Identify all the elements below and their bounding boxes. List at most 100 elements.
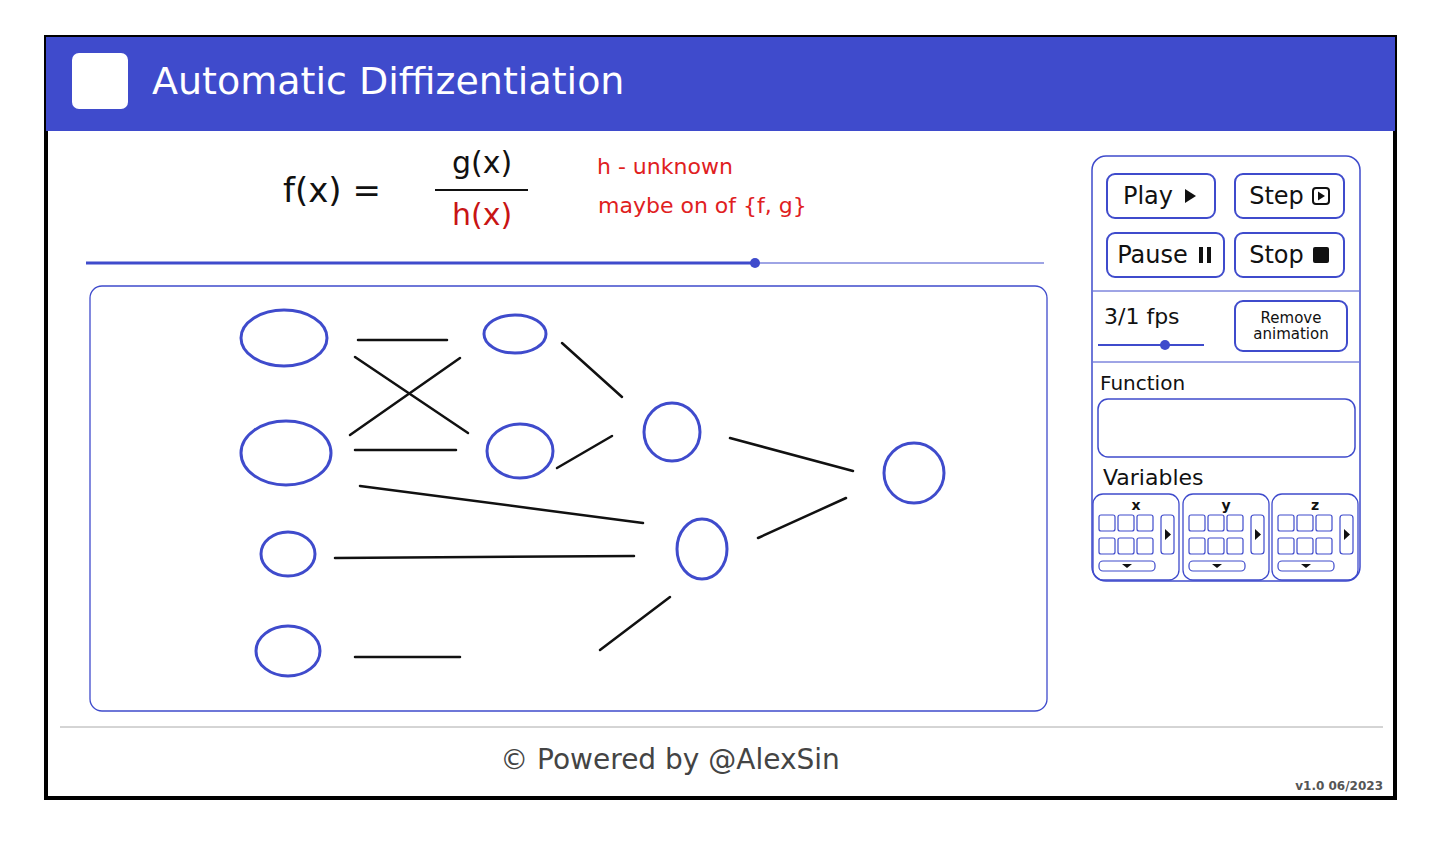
- button-label: Pause: [1117, 242, 1188, 268]
- graph-vertex: [884, 443, 944, 503]
- progress-knob: [750, 258, 760, 268]
- canvas-panel: [90, 286, 1047, 711]
- value-cell: [1137, 515, 1153, 531]
- button-label: Step: [1249, 183, 1304, 209]
- arrow-icon: [1212, 564, 1222, 568]
- graph-vertex: [484, 315, 546, 353]
- value-cell: [1316, 515, 1332, 531]
- value-cell: [1208, 538, 1224, 554]
- graph-link: [360, 486, 643, 523]
- section-label: Variables: [1103, 465, 1204, 491]
- graph-vertex: [677, 519, 727, 579]
- value-cell: [1118, 515, 1134, 531]
- variable-name: z: [1311, 497, 1319, 514]
- graph-link: [557, 436, 612, 468]
- control-button: Remove animation: [1234, 300, 1348, 352]
- control-button: Stop: [1234, 232, 1345, 278]
- value-cell: [1278, 515, 1294, 531]
- fraction-bar: [435, 189, 528, 191]
- dropdown: [1278, 561, 1334, 571]
- step-icon: [1312, 187, 1330, 205]
- note: h - unknown: [597, 154, 733, 180]
- arrow-icon: [1165, 529, 1171, 540]
- graph-links: [335, 340, 853, 657]
- button-label: Play: [1123, 183, 1173, 209]
- control-panel: [1092, 156, 1360, 581]
- control-button: Step: [1234, 173, 1345, 219]
- graph-vertices: [241, 310, 944, 676]
- dropdown: [1189, 561, 1245, 571]
- value-cell: [1316, 538, 1332, 554]
- graph-link: [758, 498, 846, 538]
- graph-link: [730, 438, 853, 471]
- header-bar: [46, 37, 1395, 131]
- progress-track: [86, 262, 755, 265]
- value-cell: [1099, 538, 1115, 554]
- value-cell: [1137, 538, 1153, 554]
- graph-vertex: [261, 532, 315, 576]
- numerator: g(x): [452, 145, 512, 181]
- variable-box: [1183, 494, 1269, 580]
- value-cell: [1189, 538, 1205, 554]
- value-cell: [1099, 515, 1115, 531]
- value-cell: [1208, 515, 1224, 531]
- fps-label: 3/1 fps: [1104, 304, 1180, 330]
- arrow-icon: [1344, 529, 1350, 540]
- value-cell: [1278, 538, 1294, 554]
- scroll-button: [1161, 515, 1174, 554]
- logo-square: [72, 53, 128, 109]
- value-cell: [1227, 538, 1243, 554]
- variable-box: [1272, 494, 1358, 580]
- variable-box: [1093, 494, 1179, 580]
- arrow-icon: [1122, 564, 1132, 568]
- value-cell: [1297, 538, 1313, 554]
- dropdown: [1099, 561, 1155, 571]
- graph-vertex: [241, 421, 331, 485]
- app-frame: [46, 37, 1395, 798]
- graph-vertex: [256, 626, 320, 676]
- graph-vertex: [241, 310, 327, 366]
- panel-divider: [1093, 362, 1359, 363]
- graph-link: [355, 656, 460, 659]
- button-label: Stop: [1249, 242, 1304, 268]
- value-cell: [1118, 538, 1134, 554]
- version-stamp: v1.0 06/2023: [1295, 779, 1383, 793]
- arrow-icon: [1301, 564, 1311, 568]
- pause-icon: [1196, 246, 1214, 264]
- note: maybe on of {f, g}: [598, 193, 807, 219]
- fps-knob: [1160, 340, 1170, 350]
- graph-link: [350, 358, 460, 435]
- graph-link: [600, 597, 670, 650]
- value-cell: [1297, 515, 1313, 531]
- section-label: Function: [1100, 371, 1185, 395]
- footer-rule: [60, 727, 1383, 728]
- graph-link: [355, 357, 468, 433]
- value-cell: [1189, 515, 1205, 531]
- value-cell: [1227, 515, 1243, 531]
- progress-track: [755, 262, 1044, 263]
- graph-vertex: [644, 403, 700, 461]
- variable-widgets: [1093, 494, 1358, 580]
- formula-lhs: f(x) =: [283, 170, 381, 211]
- variable-name: x: [1131, 497, 1140, 514]
- control-button: Pause: [1106, 232, 1225, 278]
- fps-slider: [1098, 344, 1204, 346]
- panel-divider: [1093, 291, 1359, 292]
- graph-link: [358, 339, 447, 342]
- stop-icon: [1312, 246, 1330, 264]
- arrow-icon: [1255, 529, 1261, 540]
- scroll-button: [1251, 515, 1264, 554]
- footer-credit: © Powered by @AlexSin: [500, 743, 840, 777]
- app-title: Automatic Diffizentiation: [152, 59, 624, 105]
- graph-link: [335, 556, 634, 558]
- play-icon: [1181, 187, 1199, 205]
- function-input: [1098, 399, 1355, 457]
- denominator: h(x): [452, 197, 512, 233]
- scroll-button: [1340, 515, 1353, 554]
- graph-vertex: [487, 424, 553, 478]
- button-label: Remove animation: [1245, 310, 1337, 343]
- variable-name: y: [1221, 497, 1230, 514]
- graph-link: [355, 449, 456, 452]
